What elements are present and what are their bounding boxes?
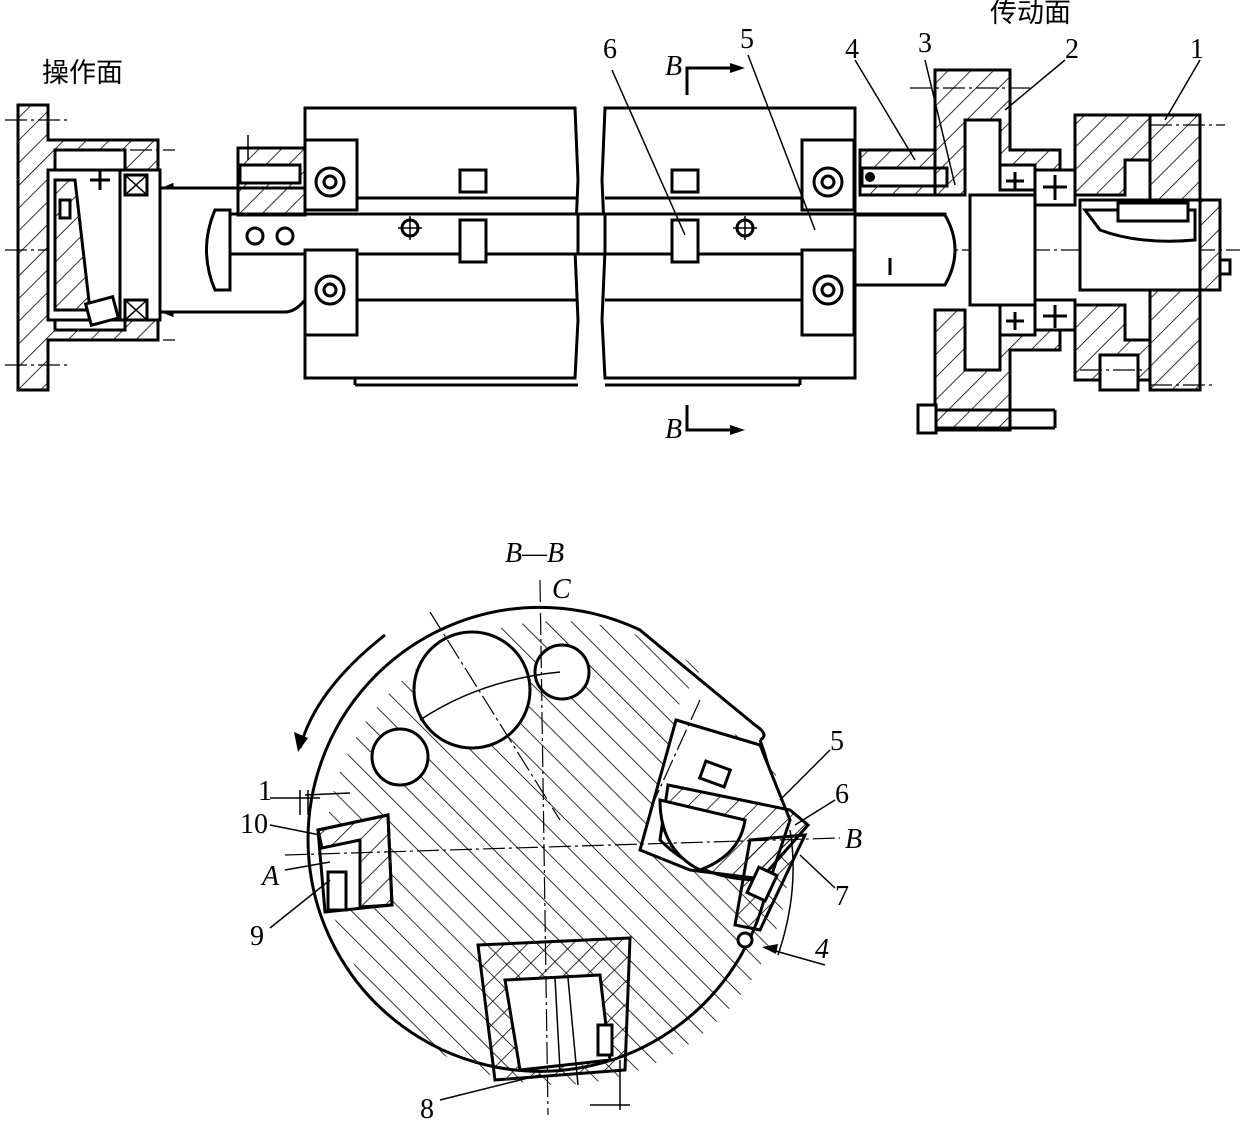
roll-body [228, 106, 957, 387]
section-part-label-1: 1 [258, 776, 272, 807]
roll-bolt-heads [245, 138, 915, 337]
operation-side-label: 操作面 [42, 58, 123, 89]
section-part-label-7: 7 [835, 881, 849, 912]
section-title: B—B [505, 538, 564, 569]
drive-side-housing [910, 68, 1232, 435]
horizontal-centerline [284, 837, 841, 856]
section-bb-view: B—B C A B 1 10 9 8 5 6 7 4 [240, 538, 862, 1124]
section-part-label-4: 4 [815, 934, 829, 965]
part-label-1: 1 [1190, 34, 1204, 65]
section-part-label-6: 6 [835, 779, 849, 810]
letter-b: B [845, 824, 862, 855]
part-label-5: 5 [740, 24, 754, 55]
part-label-6: 6 [603, 34, 617, 65]
large-bore [412, 630, 532, 750]
section-part-label-10: 10 [240, 809, 268, 840]
section-mark-top: B [665, 51, 682, 82]
section-mark-bottom: B [665, 414, 682, 445]
part-label-4: 4 [845, 34, 859, 65]
section-part-label-9: 9 [250, 921, 264, 952]
section-leaders [269, 749, 836, 1110]
letter-a: A [260, 861, 280, 892]
part-label-3: 3 [918, 28, 932, 59]
section-part-label-8: 8 [420, 1094, 434, 1124]
left-bearing-housing [5, 103, 175, 392]
drive-side-label: 传动面 [990, 0, 1071, 29]
small-bore [370, 727, 430, 787]
pin-bore [533, 643, 591, 701]
top-elevation-view: 操作面 传动面 6 5 4 3 2 1 B B [5, 0, 1240, 445]
section-part-label-5: 5 [830, 726, 844, 757]
top-view-leaders [611, 54, 1201, 435]
letter-c: C [552, 574, 571, 605]
part-label-2: 2 [1065, 34, 1079, 65]
